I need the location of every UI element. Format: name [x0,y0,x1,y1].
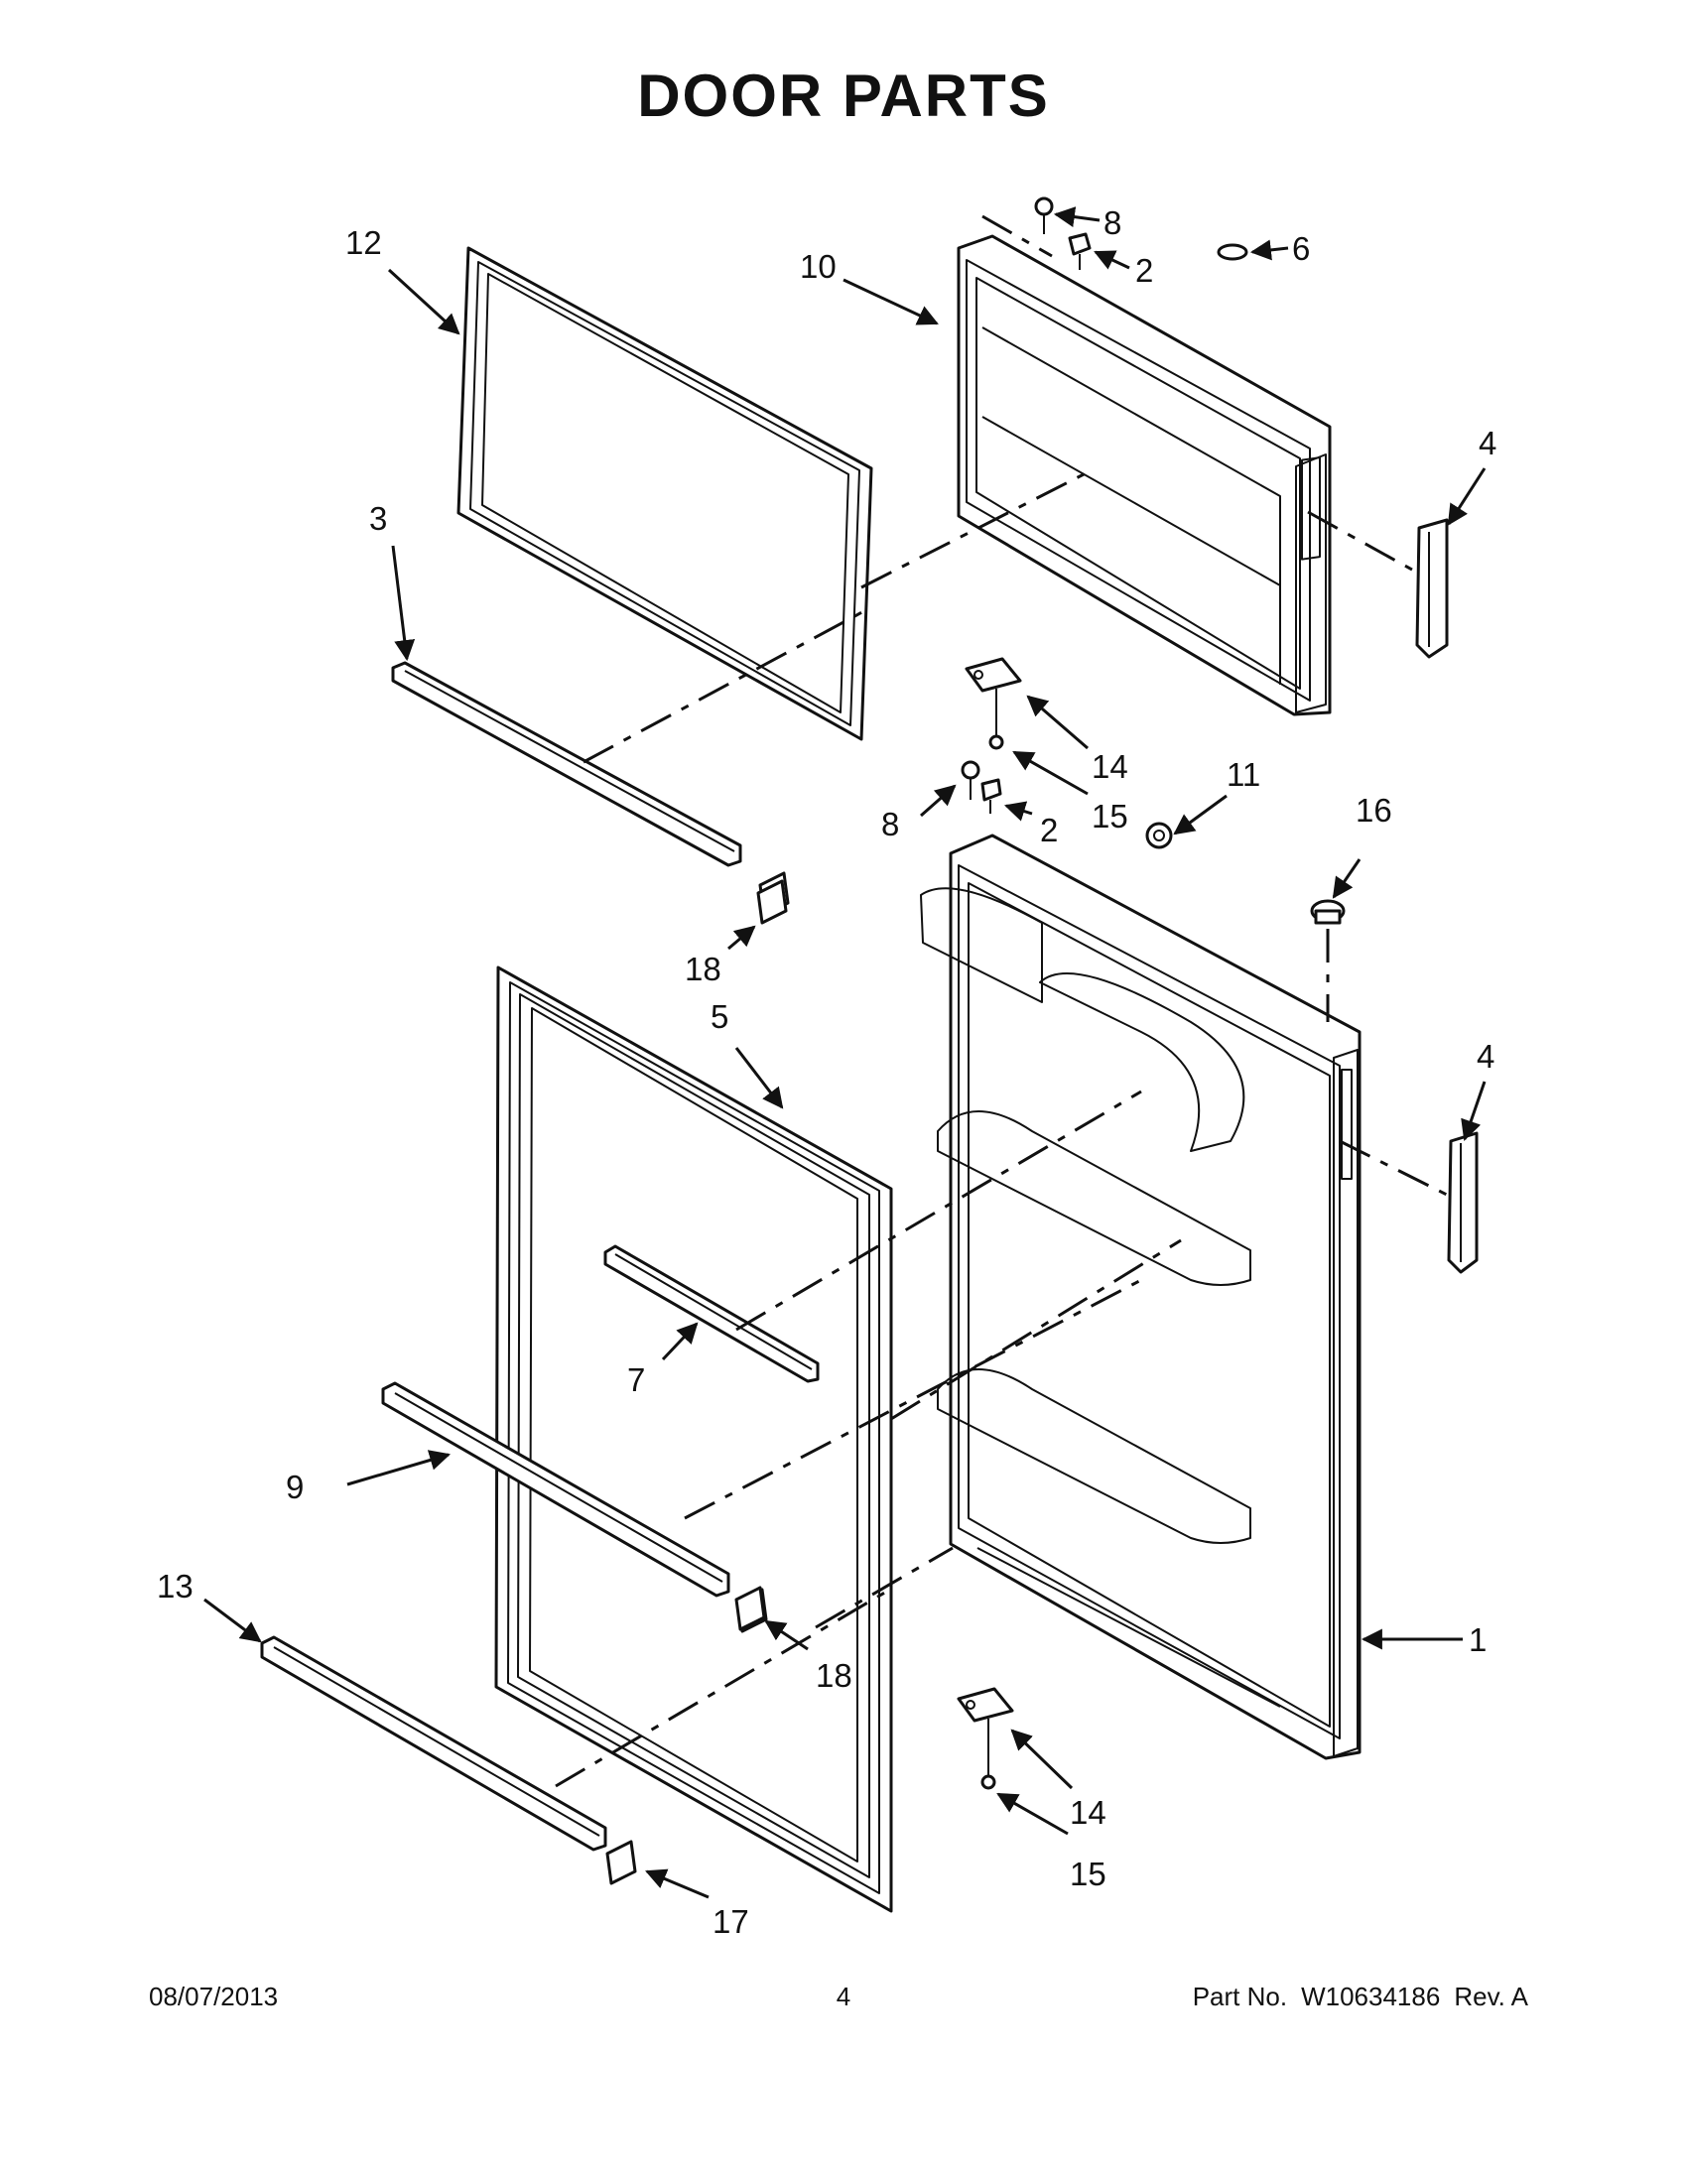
callout-9: 9 [286,1469,304,1505]
footer-page-number: 4 [836,1982,851,2011]
fresh-food-door-part [920,834,1362,1760]
center-hinge-part [965,657,1022,750]
callout-18-top: 18 [685,951,721,987]
callout-10: 10 [800,248,837,285]
end-cap-part [756,879,788,925]
footer-part-label: Part No. [1192,1982,1288,2011]
callout-16: 16 [1356,792,1392,829]
stop-part [1145,822,1173,849]
callout-17: 17 [713,1903,749,1940]
fresh-food-handle-part [1447,1131,1479,1274]
callout-8-top: 8 [1103,204,1121,241]
page-title: DOOR PARTS [637,63,1050,129]
callout-4-top: 4 [1479,425,1496,461]
door-shelf-trim-upper-part [603,1244,820,1383]
callout-12: 12 [345,224,382,261]
callout-4-bottom: 4 [1477,1038,1494,1075]
callout-15-top: 15 [1092,798,1128,835]
top-hinge-screw-part [1034,196,1054,234]
footer-date: 08/07/2013 [149,1982,279,2011]
callout-5: 5 [711,998,728,1035]
end-cap-lower-part [734,1586,766,1631]
callouts: 12 10 8 2 6 4 3 14 11 15 16 8 2 18 5 4 7… [157,204,1496,1940]
callout-8-mid: 8 [881,806,899,842]
footer-revision: Rev. A [1454,1982,1528,2011]
top-hinge-bolt-part [1068,232,1092,270]
callout-6: 6 [1292,230,1310,267]
door-shelf-trim-lower-part [260,1635,637,1885]
callout-2-mid: 2 [1040,812,1058,848]
callout-13: 13 [157,1568,194,1605]
callout-2-top: 2 [1135,252,1153,289]
footer-part-number: W10634186 [1301,1982,1441,2011]
callout-18-bottom: 18 [816,1657,852,1694]
callout-14-top: 14 [1092,748,1128,785]
freezer-door-gasket-part [456,246,873,741]
footer-part-info: Part No. W10634186 Rev. A [1179,1982,1528,2012]
freezer-handle-part [1415,518,1449,659]
callout-15-bottom: 15 [1070,1856,1106,1892]
freezer-shelf-trim-part [391,661,790,917]
bottom-hinge-part [957,1687,1014,1790]
callout-7: 7 [627,1361,645,1398]
callout-11: 11 [1227,756,1260,793]
assembly-lines [555,214,1452,1788]
center-hinge-screws-part [961,760,1002,814]
freezer-door-part [957,234,1332,716]
leader-arrows [203,206,1487,1899]
hinge-hole-plug-part [1310,899,1346,925]
callout-14-bottom: 14 [1070,1794,1106,1831]
fresh-food-door-gasket-part [494,965,893,1913]
callout-3: 3 [369,500,387,537]
callout-1: 1 [1469,1621,1487,1658]
hinge-cover-gasket-part [1217,243,1248,261]
